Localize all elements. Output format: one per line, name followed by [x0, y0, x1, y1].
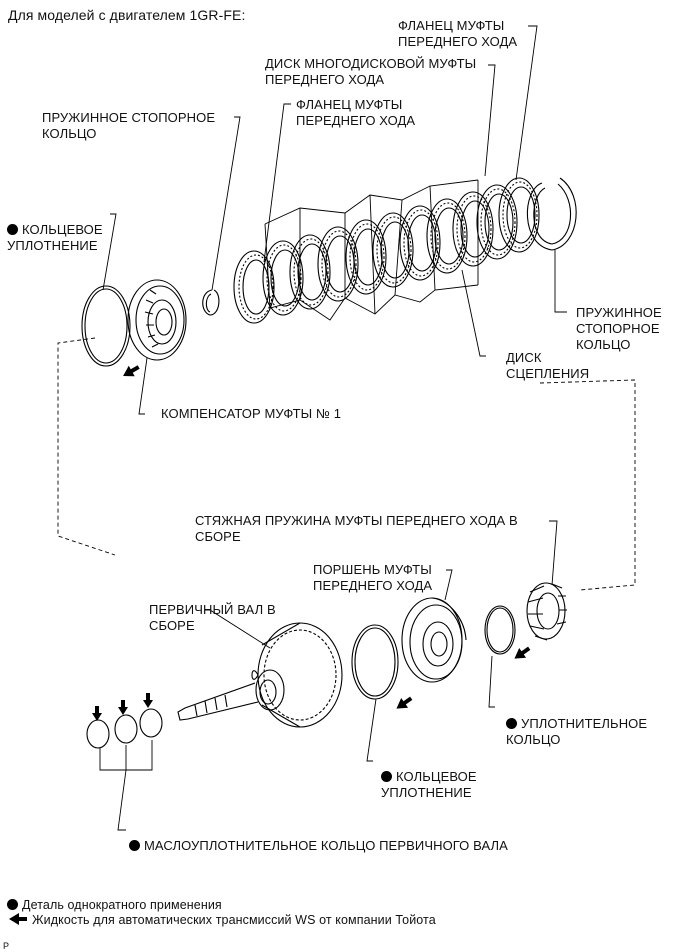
- label-input-shaft: ПЕРВИЧНЫЙ ВАЛ В СБОРЕ: [149, 602, 276, 633]
- page-title: Для моделей с двигателем 1GR-FE:: [8, 7, 246, 23]
- non-reusable-dot-icon: [506, 718, 517, 729]
- legend-non-reusable: Деталь однократного применения: [7, 881, 222, 913]
- snap-ring-left: [202, 289, 220, 316]
- label-flange-top: ФЛАНЕЦ МУФТЫ ПЕРЕДНЕГО ХОДА: [398, 18, 518, 49]
- atf-arrow-icon: [123, 365, 140, 377]
- flange-front: [233, 250, 275, 324]
- label-o-ring-top: КОЛЬЦЕВОЕ УПЛОТНЕНИЕ: [7, 222, 103, 253]
- clutch-plate: [289, 234, 331, 310]
- o-ring-bottom: [351, 624, 399, 700]
- clutch-plate: [399, 205, 441, 281]
- label-snap-ring-left: ПРУЖИННОЕ СТОПОРНОЕ КОЛЬЦО: [42, 110, 216, 141]
- clutch-disc: [317, 226, 359, 302]
- label-o-ring-bottom: КОЛЬЦЕВОЕ УПЛОТНЕНИЕ: [381, 769, 477, 800]
- clutch-plate: [452, 191, 494, 267]
- oil-seal-rings: [86, 708, 163, 749]
- flange-rear: [498, 177, 540, 253]
- clutch-plate: [345, 219, 387, 295]
- atf-arrow-icon: [118, 700, 128, 715]
- seal-ring: [484, 605, 516, 655]
- non-reusable-dot-icon: [129, 840, 140, 851]
- atf-arrow-icon: [143, 693, 153, 708]
- label-seal-ring: УПЛОТНИТЕЛЬНОЕ КОЛЬЦО: [506, 716, 648, 747]
- legend-atf: Жидкость для автоматических трансмиссий …: [32, 913, 436, 927]
- leader-lines: [99, 25, 567, 831]
- piston: [401, 597, 467, 683]
- label-return-spring: СТЯЖНАЯ ПРУЖИНА МУФТЫ ПЕРЕДНЕГО ХОДА В С…: [195, 513, 518, 544]
- non-reusable-dot-icon: [7, 224, 18, 235]
- clutch-disc: [262, 240, 304, 316]
- clutch-disc: [372, 212, 414, 288]
- non-reusable-dot-icon: [381, 771, 392, 782]
- label-snap-ring-right: ПРУЖИННОЕ СТОПОРНОЕ КОЛЬЦО: [576, 305, 662, 352]
- atf-arrow-icon: [92, 706, 102, 721]
- atf-arrow-icon: [514, 646, 531, 659]
- clutch-disc-stack: [233, 177, 540, 324]
- label-multidisc: ДИСК МНОГОДИСКОВОЙ МУФТЫ ПЕРЕДНЕГО ХОДА: [265, 56, 477, 87]
- label-flange-mid: ФЛАНЕЦ МУФТЫ ПЕРЕДНЕГО ХОДА: [296, 97, 416, 128]
- return-spring-assembly: [526, 582, 567, 641]
- input-shaft-assembly: [177, 622, 343, 728]
- legend-dot-icon: [7, 899, 18, 910]
- compensator: [127, 279, 187, 361]
- clutch-disc: [426, 198, 468, 274]
- atf-arrow-icon: [396, 696, 413, 709]
- legend-atf-arrow-icon: [9, 913, 27, 925]
- corner-mark: P: [3, 941, 10, 951]
- atf-arrows: [9, 365, 531, 925]
- clutch-disc: [476, 184, 518, 260]
- label-oil-seal-rings: МАСЛОУПЛОТНИТЕЛЬНОЕ КОЛЬЦО ПЕРВИЧНОГО ВА…: [129, 822, 508, 854]
- label-compensator: КОМПЕНСАТОР МУФТЫ № 1: [161, 406, 342, 421]
- snap-ring-right: [526, 177, 577, 251]
- o-ring-top: [81, 285, 131, 367]
- label-clutch-disc: ДИСК СЦЕПЛЕНИЯ: [506, 350, 590, 381]
- label-piston: ПОРШЕНЬ МУФТЫ ПЕРЕДНЕГО ХОДА: [313, 562, 433, 593]
- alignment-dashed-lines: [57, 337, 636, 591]
